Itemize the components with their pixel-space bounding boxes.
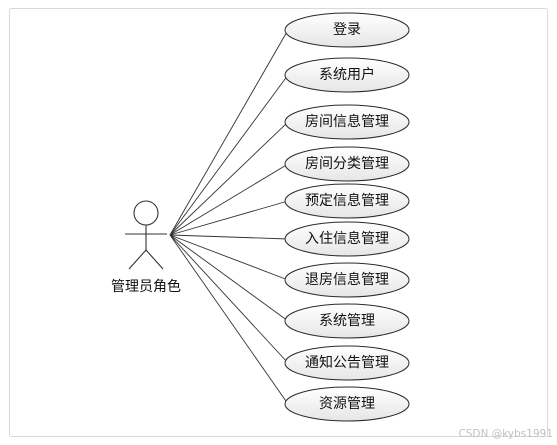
use-case: 退房信息管理 xyxy=(284,262,410,298)
use-case-ellipse xyxy=(284,221,410,257)
actor-right-leg xyxy=(145,249,164,270)
use-case-label: 系统用户 xyxy=(319,66,375,83)
use-case-ellipse xyxy=(284,183,410,219)
use-case-list: 登录系统用户房间信息管理房间分类管理预定信息管理入住信息管理退房信息管理系统管理… xyxy=(284,12,410,422)
use-case-label: 房间信息管理 xyxy=(305,113,389,130)
use-case-ellipse xyxy=(284,345,410,381)
association-lines xyxy=(169,29,289,405)
use-case: 资源管理 xyxy=(284,386,410,422)
diagram-frame xyxy=(9,8,548,437)
association-line xyxy=(169,74,289,236)
association-line xyxy=(169,234,289,405)
use-case-label: 入住信息管理 xyxy=(305,230,389,247)
use-case-ellipse xyxy=(284,57,410,93)
association-line xyxy=(169,234,289,322)
association-line xyxy=(169,234,289,364)
use-case-ellipse xyxy=(284,386,410,422)
use-case-label: 房间分类管理 xyxy=(305,156,389,172)
watermark: CSDN @kybs1991 xyxy=(458,428,553,440)
use-case-label: 预定信息管理 xyxy=(305,192,389,209)
actor-left-leg xyxy=(128,249,147,270)
actor-head xyxy=(133,200,159,226)
use-case-label: 退房信息管理 xyxy=(305,271,389,288)
use-case-ellipse xyxy=(284,146,410,182)
use-case: 房间信息管理 xyxy=(284,104,410,140)
association-line xyxy=(169,234,289,240)
use-case-ellipse xyxy=(284,262,410,298)
use-case-label: 系统管理 xyxy=(319,313,375,329)
use-case: 登录 xyxy=(284,12,410,48)
use-case-ellipse xyxy=(284,303,410,339)
use-case-label: 通知公告管理 xyxy=(305,354,389,371)
association-line xyxy=(169,163,289,236)
association-line xyxy=(169,121,289,236)
use-case: 通知公告管理 xyxy=(284,345,410,381)
use-case: 入住信息管理 xyxy=(284,221,410,257)
use-case-ellipse xyxy=(284,12,410,48)
use-case: 预定信息管理 xyxy=(284,183,410,219)
use-case-label: 资源管理 xyxy=(319,396,375,412)
use-case: 系统用户 xyxy=(284,57,410,93)
association-line xyxy=(169,234,289,281)
use-case: 系统管理 xyxy=(284,303,410,339)
actor-admin: 管理员角色 xyxy=(111,200,181,295)
use-case-label: 登录 xyxy=(333,22,361,38)
actor-label: 管理员角色 xyxy=(111,278,181,295)
association-line xyxy=(169,29,289,236)
association-line xyxy=(169,200,289,236)
use-case: 房间分类管理 xyxy=(284,146,410,182)
use-case-ellipse xyxy=(284,104,410,140)
